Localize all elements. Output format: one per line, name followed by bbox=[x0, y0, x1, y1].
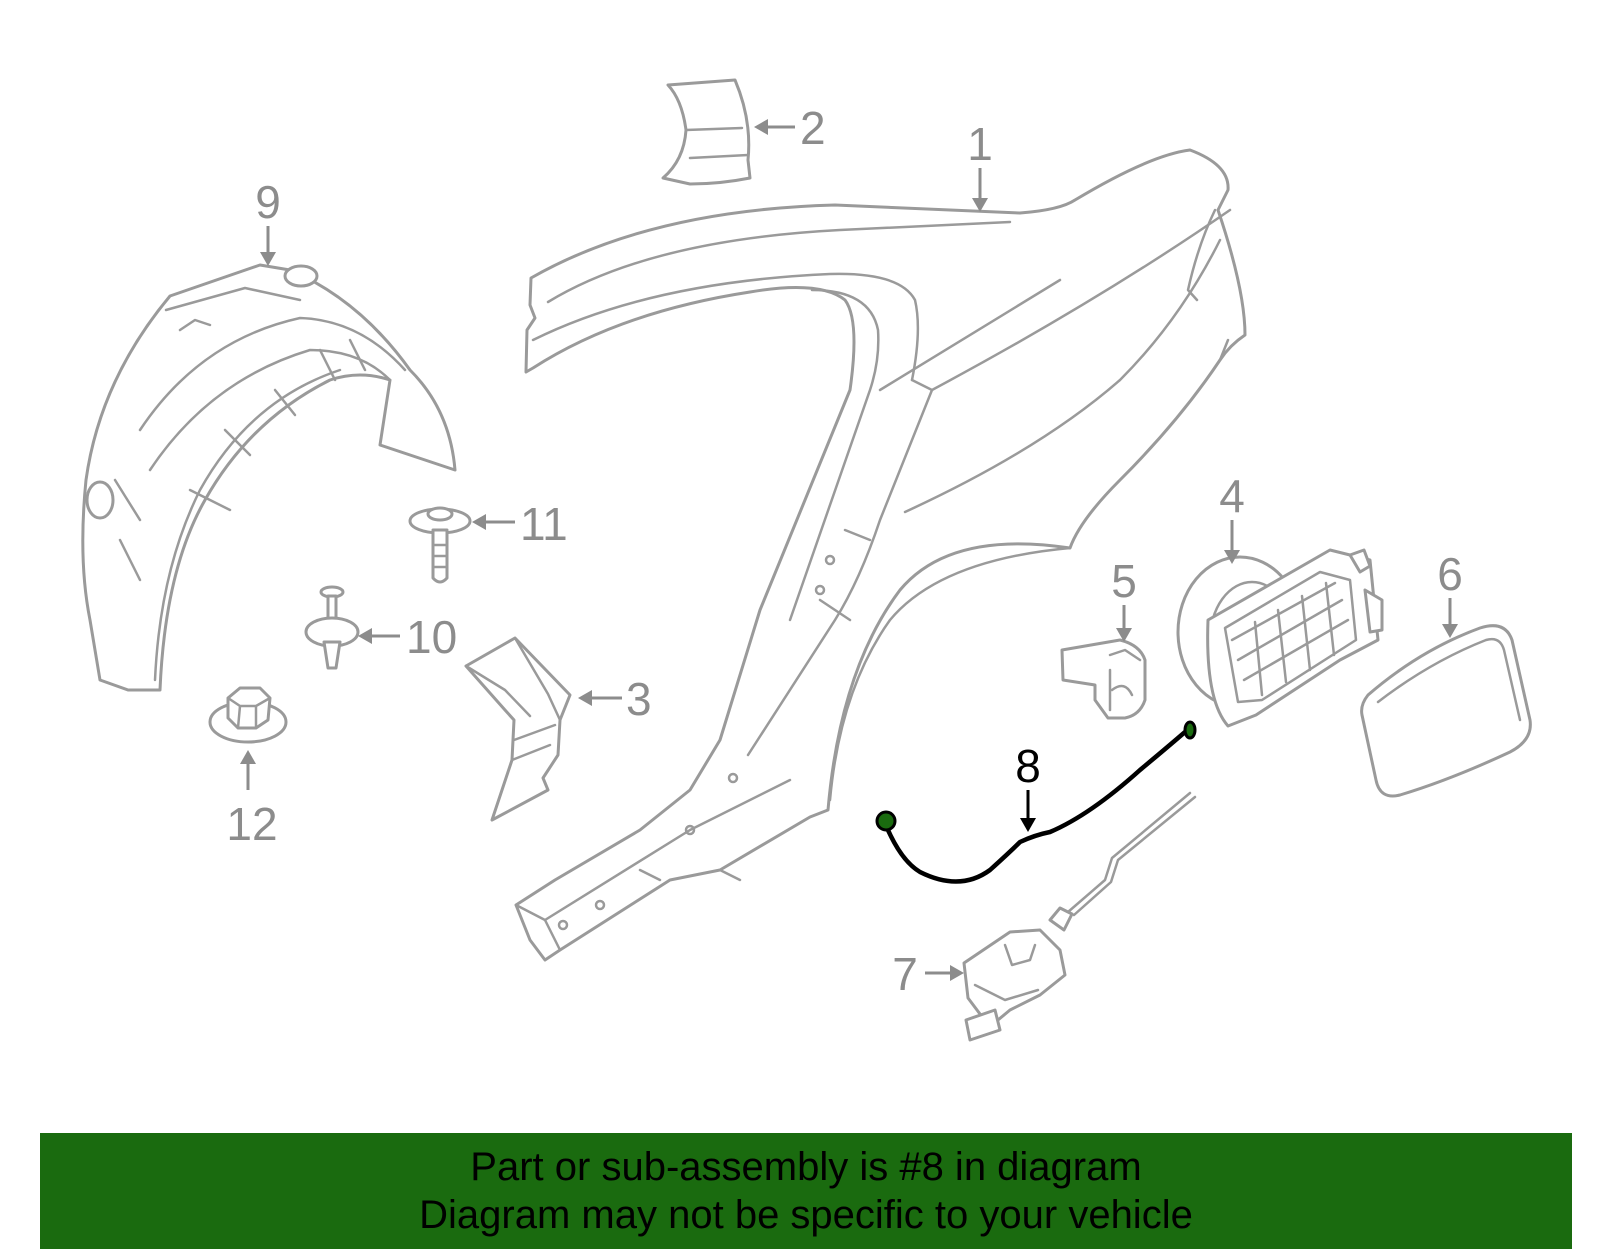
part-6-fuel-door bbox=[1360, 624, 1532, 798]
part-10-clip bbox=[304, 585, 360, 670]
callout-labels: 1 2 3 4 5 6 7 8 9 10 11 12 bbox=[226, 102, 1462, 1000]
part-1-quarter-panel bbox=[514, 148, 1247, 962]
callout-1: 1 bbox=[967, 118, 993, 170]
part-8-cable-highlighted bbox=[875, 720, 1197, 884]
part-11-push-pin bbox=[408, 506, 472, 584]
callout-10: 10 bbox=[406, 611, 457, 663]
part-7-actuator bbox=[962, 791, 1197, 1042]
callout-11: 11 bbox=[520, 498, 568, 550]
callout-4: 4 bbox=[1219, 470, 1245, 522]
callout-6: 6 bbox=[1437, 548, 1463, 600]
part-5-bracket bbox=[1060, 638, 1147, 720]
banner-line-disclaimer: Diagram may not be specific to your vehi… bbox=[419, 1193, 1193, 1237]
part-4-fuel-filler-housing bbox=[1176, 548, 1384, 728]
part-12-nut bbox=[208, 686, 288, 744]
callout-3: 3 bbox=[626, 673, 652, 725]
callout-arrows bbox=[240, 119, 1458, 981]
cable-end-fitting-rear bbox=[1183, 720, 1197, 740]
callout-8: 8 bbox=[1015, 740, 1041, 792]
callout-2: 2 bbox=[800, 102, 826, 154]
part-2-bracket bbox=[661, 78, 752, 186]
banner-line-part-number: Part or sub-assembly is #8 in diagram bbox=[470, 1145, 1142, 1189]
info-banner: Part or sub-assembly is #8 in diagram Di… bbox=[40, 1133, 1572, 1249]
part-9-wheelhouse-liner bbox=[81, 263, 457, 692]
callout-5: 5 bbox=[1111, 555, 1137, 607]
cable-end-fitting-front bbox=[875, 810, 897, 832]
callout-7: 7 bbox=[892, 948, 918, 1000]
callout-12: 12 bbox=[226, 798, 277, 850]
part-3-bracket bbox=[464, 636, 572, 822]
callout-9: 9 bbox=[255, 176, 281, 228]
